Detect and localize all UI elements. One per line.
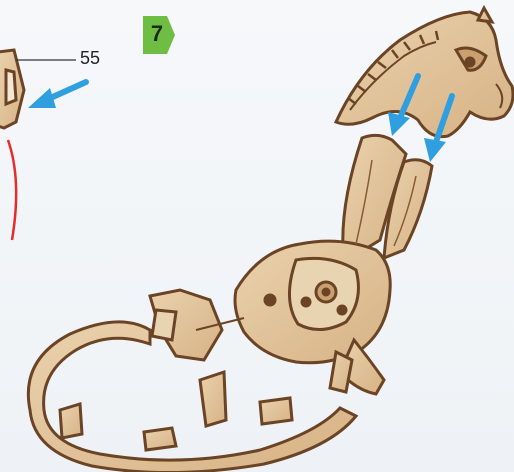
- horse-body-assembly: [28, 135, 432, 472]
- part-number-label: 55: [80, 48, 100, 69]
- horse-head-piece: [336, 8, 513, 137]
- step-number-label: 7: [143, 21, 171, 47]
- part-55: [0, 50, 24, 128]
- arrow-to-part-55: [28, 82, 86, 108]
- step-number-badge: 7: [143, 16, 175, 54]
- highlight-circle: [8, 140, 16, 240]
